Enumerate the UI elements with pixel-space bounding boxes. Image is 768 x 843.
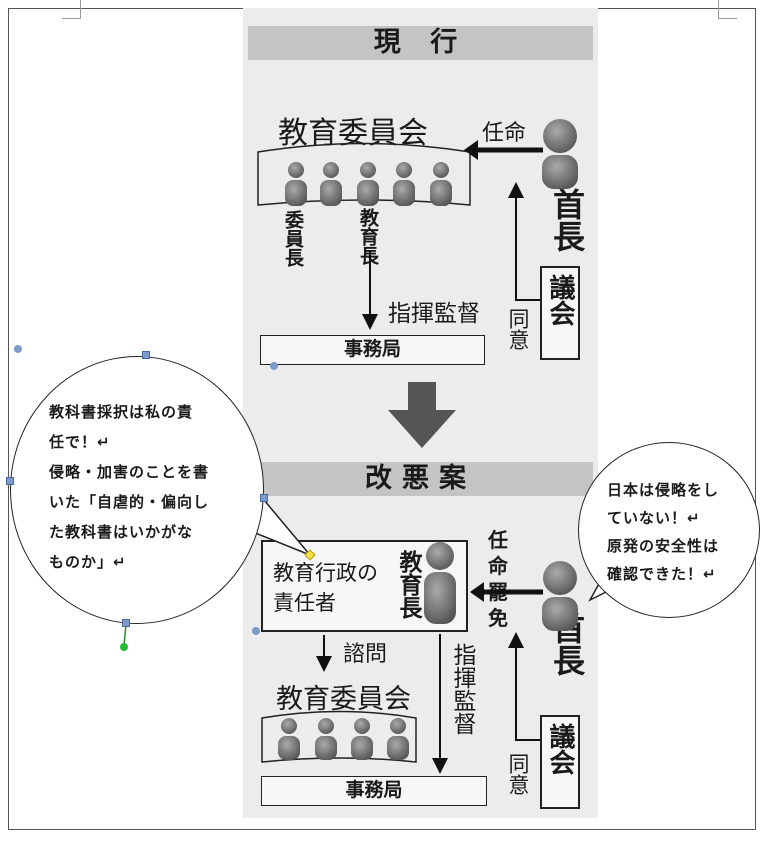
head-label: 首長 xyxy=(548,188,586,252)
head-figure xyxy=(542,119,578,189)
callout-left-line: 任で！↵ xyxy=(49,433,111,451)
callout-right-line: ていない！↵ xyxy=(607,509,701,527)
callout-left[interactable]: 教科書採択は私の責 任で！↵ 侵略・加害のことを書 いた「自虐的・偏向し た教科… xyxy=(10,356,264,624)
callout-right-line: 確認できた！↵ xyxy=(607,565,717,583)
chair-label: 委員長 xyxy=(282,210,304,267)
callout-right: 日本は侵略をし ていない！↵ 原発の安全性は 確認できた！↵ xyxy=(578,442,760,618)
current-office-box: 事務局 xyxy=(260,335,485,365)
selection-handle[interactable] xyxy=(122,619,130,627)
selection-handle[interactable] xyxy=(260,494,268,502)
command-label: 指揮監督 xyxy=(388,301,480,327)
current-appoint-label: 任命 xyxy=(482,121,527,146)
proposal-board-member-figure xyxy=(278,718,409,760)
superintendent-label: 教育長 xyxy=(357,208,379,265)
assembly-box: 議会 xyxy=(540,266,580,360)
callout-left-line: た教科書はいかがな xyxy=(49,523,194,541)
proposal-title: 改悪案 xyxy=(248,462,593,496)
transition-arrow xyxy=(388,382,456,448)
proposal-assembly-label: 議会 xyxy=(545,723,575,775)
proposal-consent-label: 同意 xyxy=(506,753,530,795)
callout-right-line: 原発の安全性は xyxy=(607,537,720,555)
selection-handle[interactable] xyxy=(142,351,150,359)
assembly-label: 議会 xyxy=(545,274,575,326)
proposal-office-label: 事務局 xyxy=(345,779,403,801)
board-member-figure xyxy=(285,162,452,206)
selection-handle[interactable] xyxy=(270,362,278,370)
page-corner-mark xyxy=(718,0,737,19)
selection-handle[interactable] xyxy=(14,345,22,353)
callout-right-line: 日本は侵略をし xyxy=(607,481,720,499)
proposal-consent-arrow xyxy=(508,632,540,741)
consent-arrow xyxy=(508,182,540,301)
office-label: 事務局 xyxy=(343,338,401,360)
current-title: 現 行 xyxy=(248,26,593,60)
proposal-superintendent-label: 教育長 xyxy=(395,550,421,619)
callout-left-line: 侵略・加害のことを書 xyxy=(49,463,210,481)
callout-left-line: ものか」↵ xyxy=(49,553,127,571)
proposal-assembly-box: 議会 xyxy=(540,715,580,809)
proposal-superintendent-figure xyxy=(424,542,456,624)
proposal-head-figure xyxy=(542,561,578,631)
consult-label: 諮問 xyxy=(343,642,388,667)
proposal-board-label: 教育委員会 xyxy=(276,684,411,715)
page-corner-mark xyxy=(62,0,81,19)
selection-handle[interactable] xyxy=(252,627,260,635)
consent-label: 同意 xyxy=(506,308,530,350)
admin-head-label: 教育行政の責任者 xyxy=(273,561,378,615)
rotate-handle[interactable] xyxy=(120,643,128,651)
selection-handle[interactable] xyxy=(6,477,14,485)
proposal-command-label: 指揮監督 xyxy=(449,643,475,735)
callout-left-line: 教科書採択は私の責 xyxy=(49,403,194,421)
proposal-office-box: 事務局 xyxy=(261,776,487,806)
current-board-bracket xyxy=(257,142,471,206)
proposal-board-bracket xyxy=(261,710,417,763)
callout-left-line: いた「自虐的・偏向し xyxy=(49,493,210,511)
